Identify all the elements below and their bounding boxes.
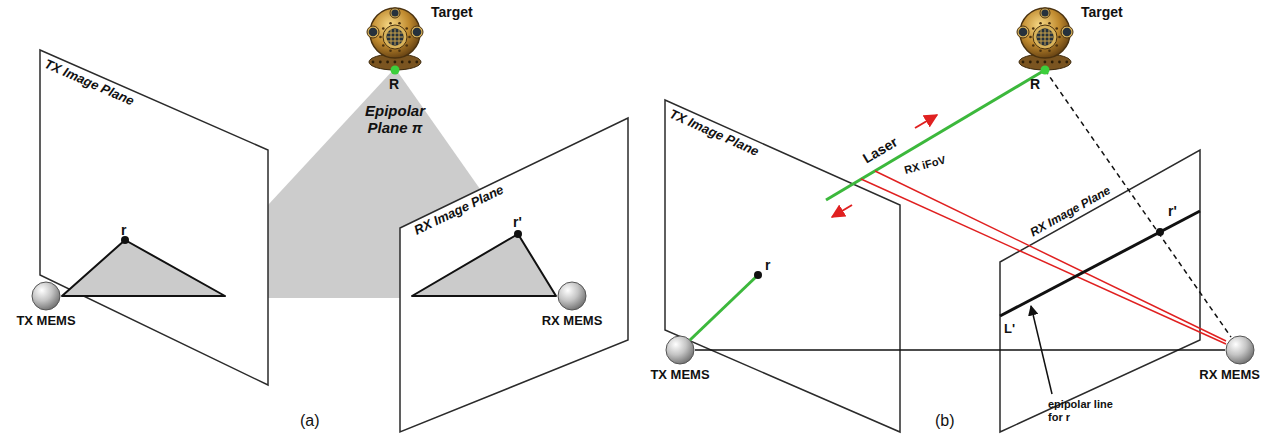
target-label: Target — [1081, 4, 1123, 20]
point-label: R — [389, 76, 399, 92]
laser-beam — [826, 70, 1045, 200]
target-label: Target — [431, 4, 473, 20]
line-label: L' — [1004, 322, 1015, 337]
mems-mirror: RX MEMS — [557, 281, 587, 311]
image-plane: RX Image Plane — [1000, 150, 1200, 432]
image-point — [754, 271, 762, 279]
target-helmet: Target — [361, 2, 429, 70]
plane-label: Epipolar Plane π — [345, 102, 445, 137]
point-label: r — [765, 257, 770, 273]
point-label: R — [1030, 76, 1040, 92]
beam-label: Laser — [860, 134, 900, 167]
direction-arrow — [915, 115, 937, 128]
mems-sphere — [1225, 335, 1255, 365]
target-point — [1041, 66, 1050, 75]
mems-label: RX MEMS — [1199, 368, 1260, 383]
target-helmet: Target — [1011, 2, 1079, 70]
direction-arrow — [832, 205, 852, 217]
mems-mirror: TX MEMS — [31, 281, 61, 311]
mems-mirror: RX MEMS — [1225, 335, 1255, 365]
callout-text: epipolar line for r — [1048, 398, 1126, 423]
point-label: r' — [513, 214, 522, 230]
projection-triangle — [412, 234, 556, 296]
panel-label: (b) — [935, 412, 955, 430]
point-label: r — [121, 222, 126, 238]
ifov-line — [875, 171, 1226, 341]
point-label: r' — [1168, 203, 1177, 219]
mems-label: RX MEMS — [542, 314, 603, 329]
helmet-picture — [1011, 2, 1079, 70]
baseline-connector — [695, 349, 1225, 351]
target-point — [391, 66, 400, 75]
mems-sphere — [31, 281, 61, 311]
image-point — [1156, 228, 1164, 236]
epipolar-line — [1000, 211, 1200, 316]
panel-label: (a) — [300, 412, 320, 430]
mems-sphere — [557, 281, 587, 311]
image-plane: TX Image Plane — [40, 50, 268, 385]
ifov-label: RX iFoV — [903, 153, 947, 176]
mems-label: TX MEMS — [650, 368, 709, 383]
projection-triangle — [62, 240, 225, 296]
return-ray — [1045, 70, 1231, 337]
image-point — [514, 230, 522, 238]
mems-label: TX MEMS — [16, 314, 75, 329]
laser-ray — [690, 275, 758, 340]
plane-outline — [40, 50, 268, 385]
ifov-line — [861, 179, 1226, 344]
helmet-picture — [361, 2, 429, 70]
